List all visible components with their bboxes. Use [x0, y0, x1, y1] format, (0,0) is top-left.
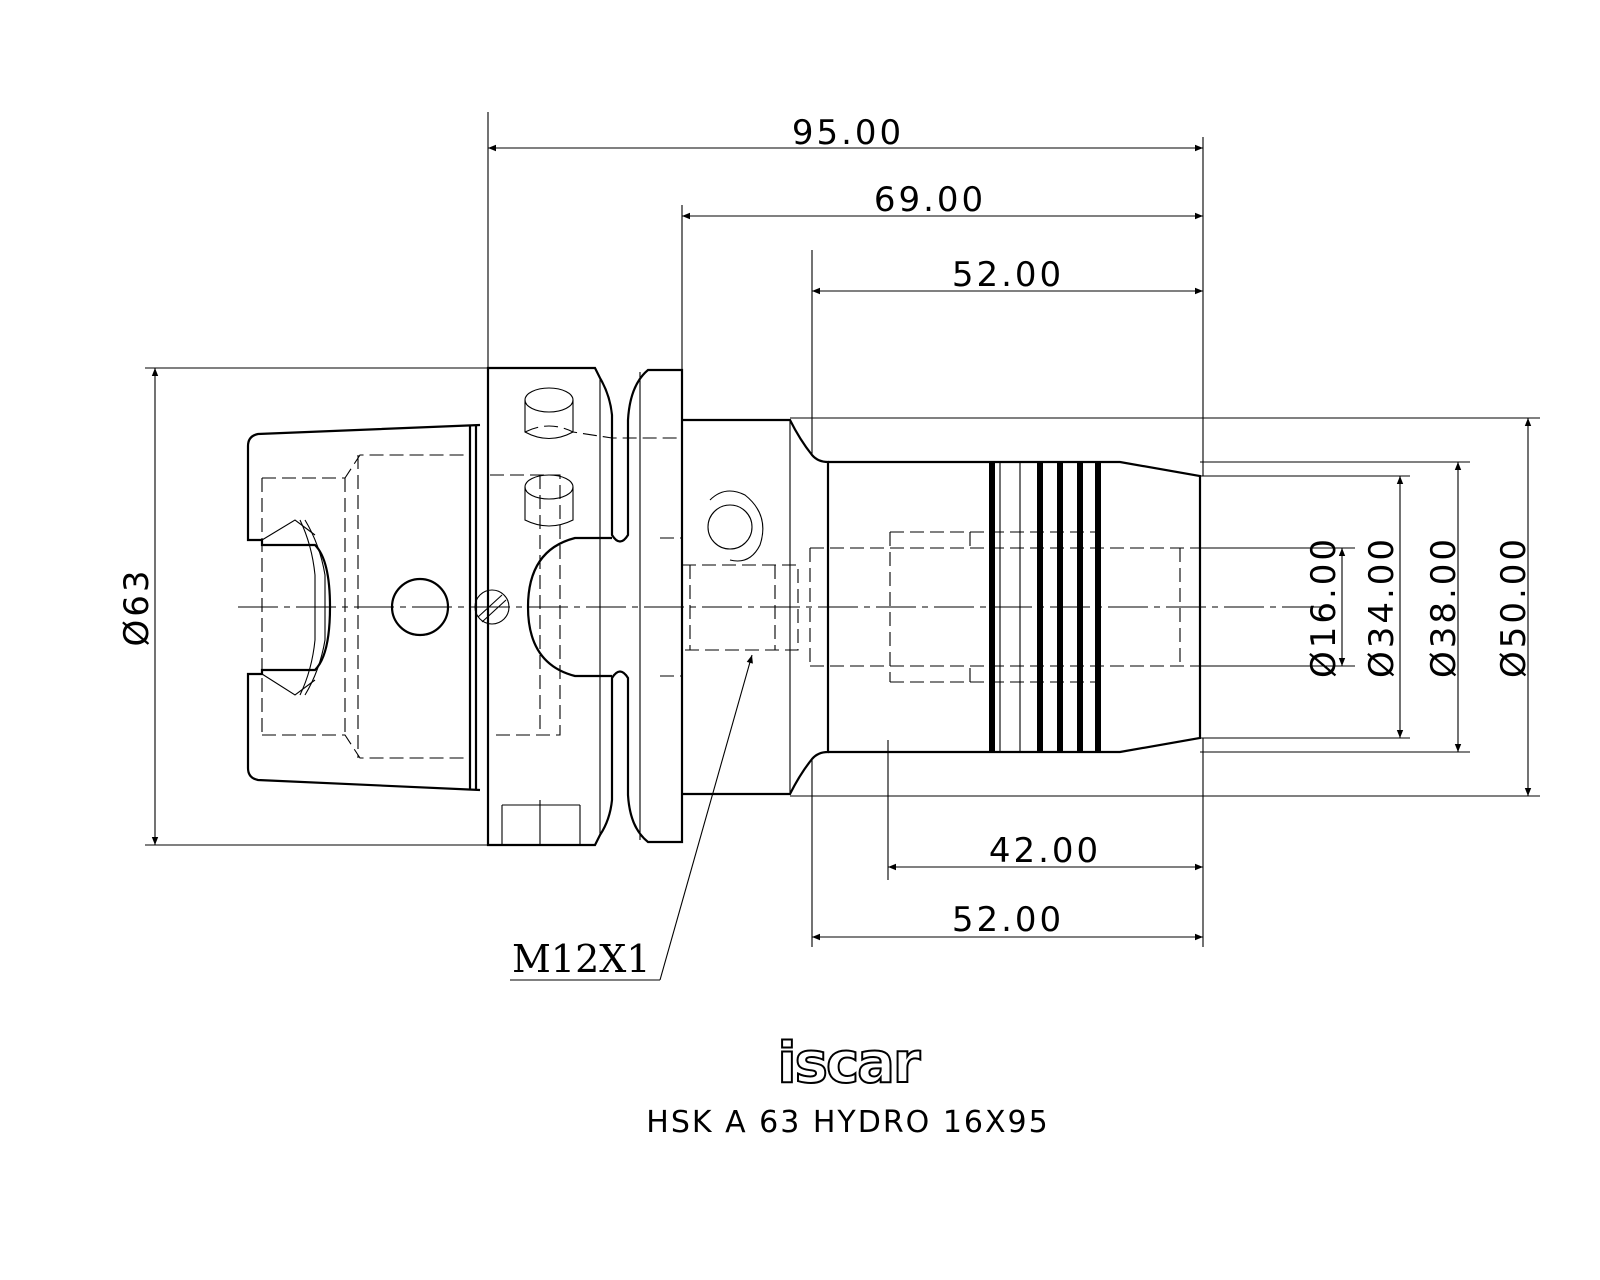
thread-label: M12X1 — [512, 937, 651, 981]
dim-dia-16: Ø16.00 — [1304, 536, 1346, 678]
dim-length-42: 42.00 — [888, 831, 1203, 871]
hsk-taper — [246, 423, 510, 792]
dim-dia-50: Ø50.00 — [1494, 418, 1534, 796]
flange-collar — [486, 366, 684, 847]
dim-label-dia-16: Ø16.00 — [1304, 536, 1344, 678]
dim-label-length-42: 42.00 — [989, 831, 1101, 871]
dim-label-length-52-top: 52.00 — [952, 255, 1064, 295]
extension-lines — [145, 112, 1540, 947]
iscar-logo: iscar — [777, 1031, 921, 1096]
dim-overall-length: 95.00 — [488, 113, 1203, 153]
dim-label-dia-shank: Ø63 — [117, 567, 157, 646]
dim-label-overall-length: 95.00 — [792, 113, 904, 153]
dim-label-dia-38: Ø38.00 — [1424, 536, 1464, 678]
dim-dia-shank: Ø63 — [117, 368, 159, 845]
dim-label-dia-50: Ø50.00 — [1494, 536, 1534, 678]
clamping-body — [660, 418, 830, 796]
dim-label-length-69: 69.00 — [874, 180, 986, 220]
hydraulic-sleeve — [809, 460, 1202, 754]
dim-length-52-bottom: 52.00 — [812, 900, 1203, 941]
dim-dia-38: Ø38.00 — [1424, 462, 1464, 752]
dim-label-dia-34: Ø34.00 — [1362, 536, 1402, 678]
dim-dia-34: Ø34.00 — [1362, 476, 1404, 738]
dim-length-52-top: 52.00 — [812, 255, 1203, 295]
dim-length-69: 69.00 — [682, 180, 1203, 220]
dim-label-length-52-bottom: 52.00 — [952, 900, 1064, 940]
thread-callout: M12X1 — [510, 654, 753, 981]
part-title: HSK A 63 HYDRO 16X95 — [646, 1105, 1049, 1140]
